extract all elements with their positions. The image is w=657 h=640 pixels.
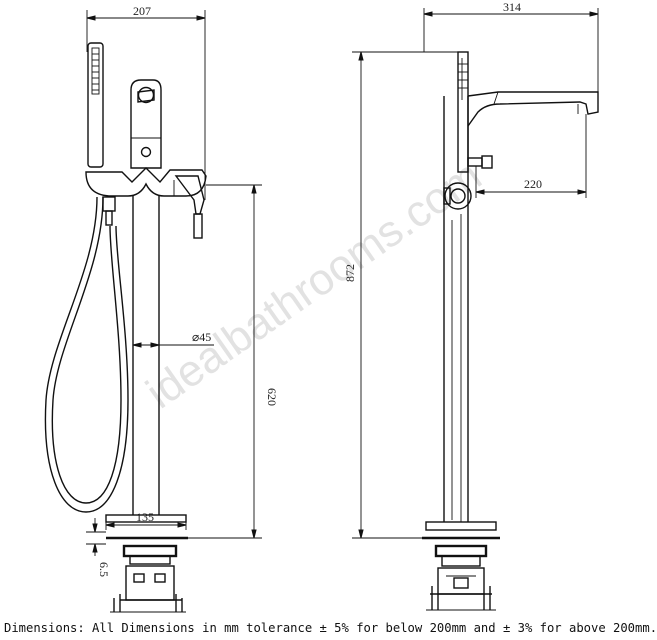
side-view: 314 872 <box>343 0 599 611</box>
technical-drawing: idealbathrooms.com 207 <box>44 0 599 613</box>
front-base-label: 135 <box>136 510 154 524</box>
pipe-diameter-label: ⌀45 <box>192 330 211 344</box>
watermark: idealbathrooms.com <box>138 151 491 418</box>
side-height-dimension: 872 <box>343 51 458 539</box>
front-view: 207 <box>44 4 279 613</box>
front-width-dimension: 207 <box>86 4 206 200</box>
front-install-kit <box>110 544 186 613</box>
front-height-label: 620 <box>265 388 279 406</box>
plate-thickness-dimension: 6.5 <box>86 518 111 577</box>
side-width-dimension: 314 <box>423 0 599 96</box>
hose-connector <box>102 196 116 226</box>
pipe-diameter-dimension: ⌀45 <box>132 330 214 348</box>
side-width-label: 314 <box>503 0 521 14</box>
mixer-handle <box>85 167 207 239</box>
side-base <box>422 521 500 611</box>
hand-shower <box>87 42 104 168</box>
front-height-dimension: 620 <box>186 184 279 539</box>
diverter-body <box>130 79 162 169</box>
front-base: 135 <box>105 510 188 540</box>
side-spout <box>467 91 599 127</box>
shower-hose <box>44 196 129 513</box>
dimensions-footnote: Dimensions: All Dimensions in mm toleran… <box>4 621 657 635</box>
front-width-label: 207 <box>133 4 151 18</box>
side-column <box>443 51 469 522</box>
side-controls <box>443 155 493 210</box>
side-spout-dimension: 220 <box>475 114 587 198</box>
plate-thickness-label: 6.5 <box>97 562 111 577</box>
side-spout-label: 220 <box>524 177 542 191</box>
side-height-label: 872 <box>343 264 357 282</box>
standpipe <box>132 196 160 515</box>
